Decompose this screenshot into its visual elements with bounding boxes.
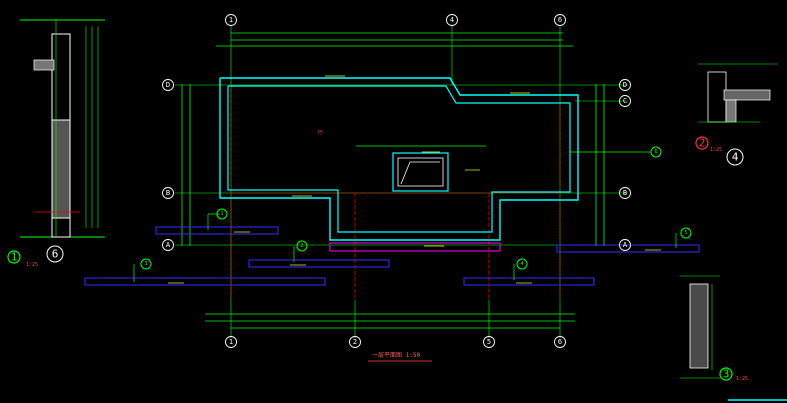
drawing-title: 一层平面图 1:50 <box>372 352 420 359</box>
axis-label-top-4: 4 <box>450 16 454 24</box>
detail-3-number-circle <box>719 367 733 381</box>
callout-label: 6 <box>654 149 657 155</box>
floor-plan: 厅 1 2 3 4 5 6 <box>84 14 700 362</box>
axis-label-bottom-6: 6 <box>558 338 562 346</box>
callout-circle <box>680 227 692 239</box>
axis-bubble-bottom-1 <box>225 336 237 348</box>
axis-label-right-a: A <box>623 241 628 249</box>
detail-1-scale: 1:25 <box>26 262 38 268</box>
callout-circle <box>216 208 228 220</box>
axis-label-left-a: A <box>166 241 171 249</box>
detail-2-wall <box>707 71 727 123</box>
axis-label-bottom-2: 2 <box>353 338 357 346</box>
blue-strip-2 <box>248 259 390 268</box>
axis-bubble-left-a <box>162 239 174 251</box>
detail-1-axis: 6 <box>52 248 59 261</box>
detail-3-scale: 1:25 <box>736 376 748 382</box>
axis-bubble-right-a <box>619 239 631 251</box>
detail-1-number-circle <box>7 250 21 264</box>
opening-outer <box>392 152 449 192</box>
detail-2-number-circle <box>695 136 709 150</box>
section-detail-1: 1 6 1:25 <box>7 19 105 268</box>
opening-inner <box>397 157 444 187</box>
axis-bubble-right-b <box>619 187 631 199</box>
detail-1-parapet <box>33 59 55 71</box>
callout-label: 5 <box>684 230 687 236</box>
blue-strip-5 <box>556 244 700 253</box>
detail-1-number: 1 <box>11 251 18 264</box>
axis-bubble-top-1 <box>225 14 237 26</box>
section-detail-3: 3 1:25 <box>680 275 787 401</box>
axis-label-right-c: C <box>623 97 627 105</box>
axis-bubble-left-d <box>162 79 174 91</box>
opening-symbol <box>400 161 440 185</box>
axis-bubble-top-4 <box>446 14 458 26</box>
section-detail-2: 2 4 1:25 <box>695 63 778 166</box>
axis-label-right-d: D <box>623 81 627 89</box>
detail-3-number: 3 <box>723 368 730 381</box>
level-tags <box>168 75 661 284</box>
axis-bubble-bottom-2 <box>349 336 361 348</box>
axis-label-top-1: 1 <box>229 16 233 24</box>
axis-bubble-top-6 <box>554 14 566 26</box>
magenta-strip <box>329 242 501 252</box>
callout-label: 4 <box>520 261 523 267</box>
callout-label: 3 <box>144 261 147 267</box>
callout-label: 2 <box>300 243 303 249</box>
axis-bubble-left-b <box>162 187 174 199</box>
detail-3-wall <box>689 283 709 369</box>
axis-label-left-b: B <box>166 189 170 197</box>
callouts: 1 2 3 4 5 6 <box>133 146 692 282</box>
callout-circle <box>516 258 528 270</box>
detail-1-hatch <box>51 119 71 219</box>
detail-2-slab <box>723 89 771 101</box>
detail-2-number: 2 <box>699 137 706 150</box>
room-label: 厅 <box>318 130 323 136</box>
axis-label-bottom-1: 1 <box>229 338 233 346</box>
callout-circle <box>140 258 152 270</box>
axis-label-right-b: B <box>623 189 627 197</box>
axis-label-left-d: D <box>166 81 170 89</box>
detail-2-scale: 1:25 <box>710 147 722 153</box>
blue-strip-1 <box>155 226 279 235</box>
axis-label-top-6: 6 <box>558 16 562 24</box>
detail-2-axis-circle <box>726 148 744 166</box>
axis-bubble-bottom-5 <box>483 336 495 348</box>
callout-circle <box>650 146 662 158</box>
axis-bubble-right-d <box>619 79 631 91</box>
detail-2-axis: 4 <box>732 151 739 164</box>
outer-wall-outline <box>219 77 579 241</box>
callout-circle <box>296 240 308 252</box>
inner-wall-outline <box>227 85 571 233</box>
axis-bubble-bottom-6 <box>554 336 566 348</box>
blue-strip-4 <box>463 277 595 286</box>
detail-2-beam <box>725 99 737 123</box>
blue-strip-3 <box>84 277 326 286</box>
detail-1-axis-circle <box>46 245 64 263</box>
callout-label: 1 <box>220 211 223 217</box>
axis-label-bottom-5: 5 <box>487 338 491 346</box>
axis-bubble-right-c <box>619 95 631 107</box>
